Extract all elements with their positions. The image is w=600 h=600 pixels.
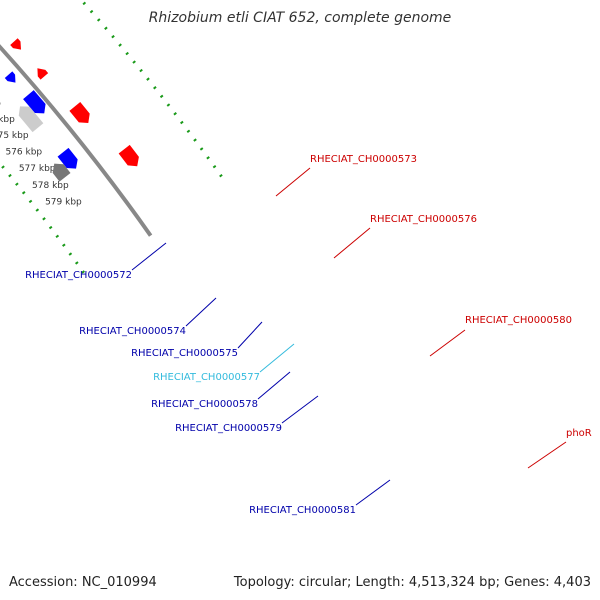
tick-575-label: 575 kbp — [0, 131, 29, 141]
gene-block-580 — [69, 101, 90, 123]
label-rheciat-ch0000576-leader — [333, 227, 371, 259]
label-rheciat-ch0000578: RHECIAT_CH0000578 — [151, 399, 258, 410]
gene-block-577 — [18, 106, 44, 133]
label-rheciat-ch0000581-leader — [355, 479, 391, 506]
label-rheciat-ch0000573-leader — [275, 167, 311, 197]
label-rheciat-ch0000578-leader — [257, 371, 291, 400]
label-rheciat-ch0000573: RHECIAT_CH0000573 — [310, 154, 417, 165]
gene-block-575 — [4, 71, 16, 83]
tick-579-label: 579 kbp — [45, 198, 82, 208]
tick-577-label: 577 kbp — [19, 164, 56, 174]
gene-block-581 — [52, 163, 71, 182]
label-rheciat-ch0000572: RHECIAT_CH0000572 — [25, 270, 132, 281]
tick-573-label: 573 kbp — [0, 99, 1, 109]
gene-block-576 — [37, 68, 49, 80]
gene-block-578 — [23, 90, 46, 114]
label-rheciat-ch0000577: RHECIAT_CH0000577 — [153, 372, 260, 383]
label-rheciat-ch0000575-leader — [237, 321, 263, 349]
label-rheciat-ch0000579: RHECIAT_CH0000579 — [175, 423, 282, 434]
gene-block-573 — [10, 38, 22, 50]
label-rheciat-ch0000579-leader — [281, 395, 319, 424]
label-rheciat-ch0000572-leader — [131, 242, 167, 271]
label-rheciat-ch0000576: RHECIAT_CH0000576 — [370, 214, 477, 225]
topology-label: Topology: circular; Length: 4,513,324 bp… — [233, 575, 591, 590]
label-rheciat-ch0000581: RHECIAT_CH0000581 — [249, 505, 356, 516]
accession-label: Accession: NC_010994 — [9, 575, 157, 590]
label-rheciat-ch0000580-leader — [429, 329, 466, 357]
tick-576-label: 576 kbp — [5, 148, 42, 158]
label-phor: phoR — [566, 428, 592, 439]
label-rheciat-ch0000574: RHECIAT_CH0000574 — [79, 326, 186, 337]
tick-578-label: 578 kbp — [32, 181, 69, 191]
genome-backbone — [0, 44, 153, 237]
gene-block-phoR — [118, 144, 139, 167]
tick-574-label: 574 kbp — [0, 115, 15, 125]
genome-title: Rhizobium etli CIAT 652, complete genome — [148, 10, 452, 26]
label-rheciat-ch0000580: RHECIAT_CH0000580 — [465, 315, 572, 326]
label-rheciat-ch0000577-leader — [259, 343, 295, 373]
gene-block-579 — [57, 147, 78, 169]
label-phor-leader — [527, 441, 567, 469]
label-rheciat-ch0000575: RHECIAT_CH0000575 — [131, 348, 238, 359]
label-rheciat-ch0000574-leader — [185, 297, 217, 327]
